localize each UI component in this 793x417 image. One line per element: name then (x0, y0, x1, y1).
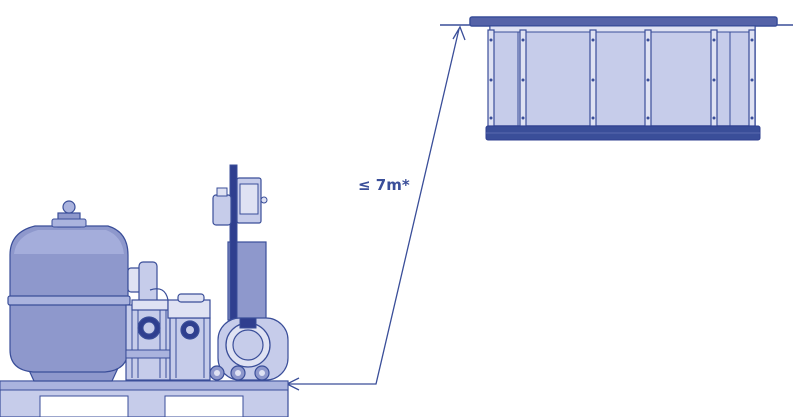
pump-2 (167, 293, 211, 381)
heater-unit (209, 317, 289, 381)
control-post (212, 164, 268, 321)
pool-top-rim (469, 16, 778, 27)
distance-line (288, 28, 460, 385)
multiport-valve (127, 261, 169, 310)
pump-1 (125, 299, 173, 381)
above-ground-pool (440, 16, 793, 141)
arrow-head-top (452, 25, 466, 41)
sand-filter (7, 200, 131, 382)
distance-indicator (285, 25, 466, 391)
pool-posts (487, 29, 756, 127)
distance-label: ≤ 7m* (358, 176, 410, 194)
equipment-pallet (0, 380, 289, 417)
